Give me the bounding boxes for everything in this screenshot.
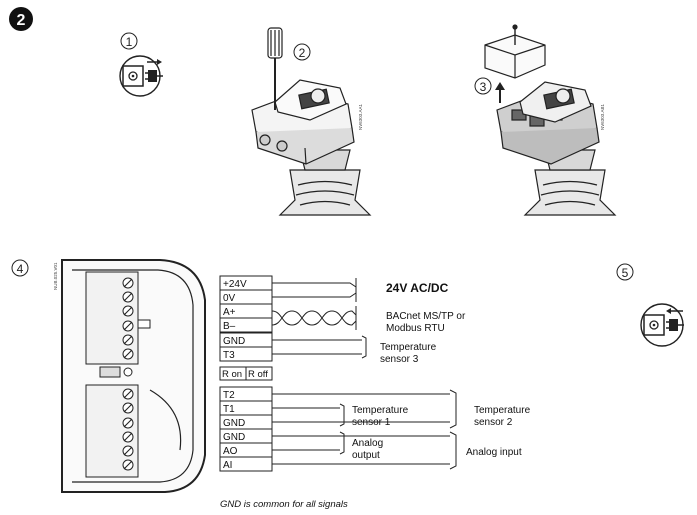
analog-input-label: Analog input xyxy=(466,447,522,458)
terminal-label: AI xyxy=(223,460,232,471)
image-code-wiring: NUB.025.V01 xyxy=(53,262,58,290)
image-code-a: NV6303.AA1 xyxy=(358,103,363,130)
terminal-label: AO xyxy=(223,446,238,457)
temp-sensor-2-label-line-2: sensor 2 xyxy=(474,417,513,428)
step-2b-marker: 2 xyxy=(293,43,311,61)
wire-temp-sensors xyxy=(272,389,457,429)
step-2-badge: 2 xyxy=(9,7,33,31)
temp-sensor-3-label-line-1: Temperature xyxy=(380,342,437,353)
analog-output-label-line-1: Analog xyxy=(352,438,383,449)
step-2b-number: 2 xyxy=(299,46,306,60)
wire-bus-twisted xyxy=(271,306,357,330)
actuator-a-illustration xyxy=(251,27,372,216)
switch-r-off: R off xyxy=(248,369,268,380)
bus-label-line-2: Modbus RTU xyxy=(386,323,445,334)
step-3-marker: 3 xyxy=(474,77,492,95)
actuator-b-illustration xyxy=(484,24,617,216)
power-label: 24V AC/DC xyxy=(386,281,449,295)
terminal-housing xyxy=(61,259,206,493)
switch-r-on: R on xyxy=(222,369,242,380)
image-code-b: NV6303.AB1 xyxy=(600,103,605,130)
terminal-label: GND xyxy=(223,336,245,347)
terminal-screws xyxy=(122,277,134,471)
step-5-marker: 5 xyxy=(616,263,634,281)
step-3-number: 3 xyxy=(480,80,487,94)
terminal-label: GND xyxy=(223,432,245,443)
temp-sensor-1-label-line-2: sensor 1 xyxy=(352,417,391,428)
wire-analog xyxy=(272,431,457,470)
step-4-marker: 4 xyxy=(11,259,29,277)
terminal-block-bottom xyxy=(219,386,273,472)
step-2-number: 2 xyxy=(17,12,26,29)
lift-arrow-icon xyxy=(495,82,505,103)
bus-label-line-1: BACnet MS/TP or xyxy=(386,311,466,322)
terminal-label: T2 xyxy=(223,390,235,401)
wire-power xyxy=(272,278,357,302)
step-4-number: 4 xyxy=(17,262,24,276)
wire-temp-sensor-3 xyxy=(272,335,367,359)
temp-sensor-1-label-line-1: Temperature xyxy=(352,405,409,416)
terminal-label: +24V xyxy=(223,279,247,290)
terminal-label: T1 xyxy=(223,404,235,415)
temp-sensor-3-label-line-2: sensor 3 xyxy=(380,354,419,365)
temp-sensor-2-label-line-1: Temperature xyxy=(474,405,531,416)
step-1-marker: 1 xyxy=(120,32,138,50)
step-1-number: 1 xyxy=(126,35,133,49)
terminal-label: GND xyxy=(223,418,245,429)
step-5-number: 5 xyxy=(622,266,629,280)
terminal-label: B– xyxy=(223,321,236,332)
analog-output-label-line-2: output xyxy=(352,450,380,461)
terminal-block-top xyxy=(219,275,273,362)
footnote: GND is common for all signals xyxy=(220,499,348,510)
terminal-label: A+ xyxy=(223,307,236,318)
terminal-label: 0V xyxy=(223,293,236,304)
unplug-icon xyxy=(119,55,163,97)
termination-switch xyxy=(219,366,273,381)
plug-in-icon xyxy=(640,303,684,347)
terminal-label: T3 xyxy=(223,350,235,361)
